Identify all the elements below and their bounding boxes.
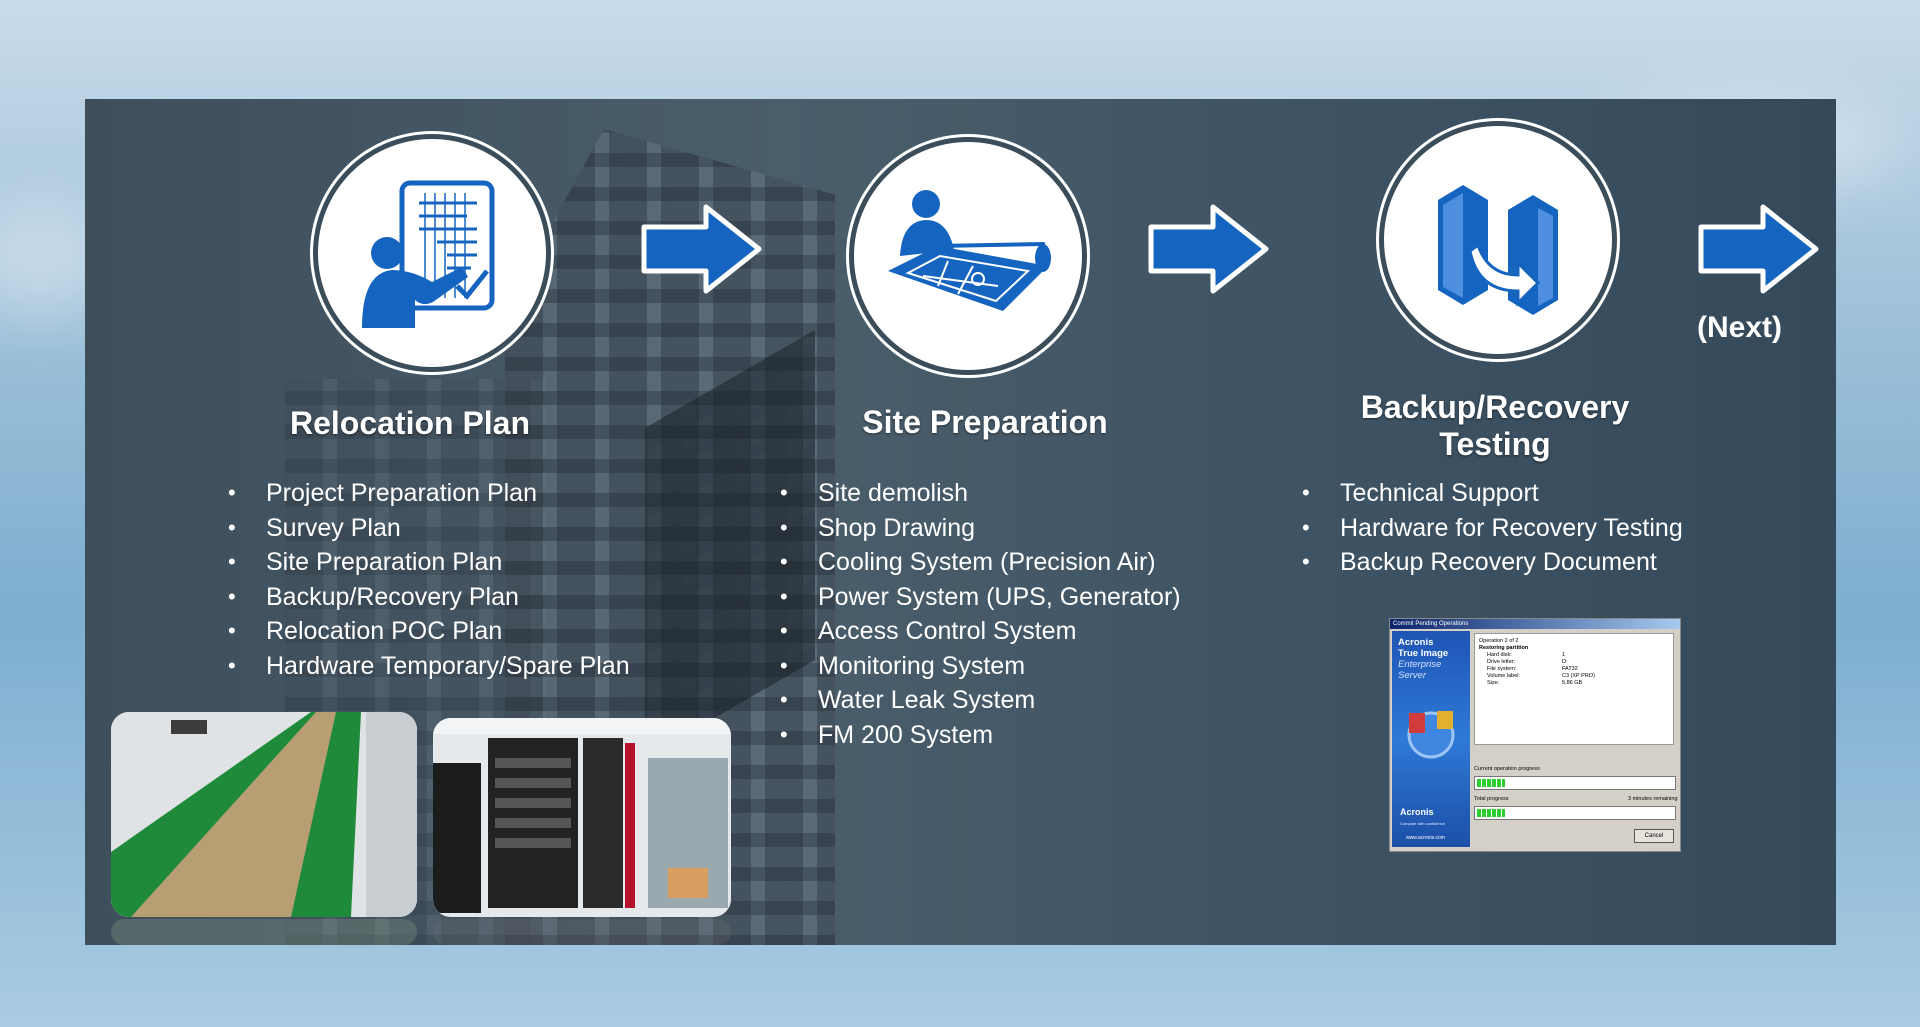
step-3-title-line1: Backup/Recovery bbox=[1360, 389, 1630, 425]
step-3-title-line2: Testing bbox=[1439, 426, 1551, 462]
total-progress-label: Total progress bbox=[1474, 796, 1509, 802]
list-item: Shop Drawing bbox=[780, 511, 1181, 546]
list-item: Project Preparation Plan bbox=[228, 476, 630, 511]
detail-row: Volume label: C3 (XP PRO) bbox=[1479, 673, 1669, 680]
arrow-right-icon bbox=[1698, 204, 1819, 294]
detail-value: 1 bbox=[1562, 652, 1566, 658]
step-3-title: Backup/Recovery Testing bbox=[1325, 389, 1665, 463]
list-item: Power System (UPS, Generator) bbox=[780, 580, 1181, 615]
dialog-tagline: Compute with confidence bbox=[1400, 821, 1445, 826]
server-transfer-icon bbox=[1438, 185, 1558, 315]
dialog-brand: Acronis True Image Enterprise Server bbox=[1392, 631, 1470, 681]
total-progress-fill bbox=[1477, 809, 1505, 817]
detail-row: Drive letter: D: bbox=[1479, 659, 1669, 666]
photo-reflection bbox=[433, 919, 731, 945]
cancel-button[interactable]: Cancel bbox=[1634, 829, 1674, 843]
step-3-icon-circle bbox=[1384, 126, 1612, 354]
list-item: Backup Recovery Document bbox=[1302, 545, 1683, 580]
raised-floor-image bbox=[111, 712, 417, 917]
list-item: Site demolish bbox=[780, 476, 1181, 511]
list-item: Survey Plan bbox=[228, 511, 630, 546]
list-item: Site Preparation Plan bbox=[228, 545, 630, 580]
acronis-dialog-screenshot: Commit Pending Operations Acronis True I… bbox=[1389, 618, 1681, 852]
detail-value: D: bbox=[1562, 659, 1568, 665]
step-2-list: Site demolish Shop Drawing Cooling Syste… bbox=[780, 476, 1181, 752]
list-item: Relocation POC Plan bbox=[228, 614, 630, 649]
list-item: Technical Support bbox=[1302, 476, 1683, 511]
operation-count: Operation 2 of 2 bbox=[1479, 638, 1519, 644]
detail-key: File system: bbox=[1487, 666, 1517, 672]
step-2-title: Site Preparation bbox=[862, 404, 1108, 440]
server-racks-image bbox=[433, 718, 731, 917]
arrow-right-icon bbox=[641, 204, 762, 294]
globe-icon bbox=[1407, 711, 1455, 759]
list-item: Cooling System (Precision Air) bbox=[780, 545, 1181, 580]
current-progress-bar bbox=[1474, 776, 1676, 790]
detail-key: Drive letter: bbox=[1487, 659, 1516, 665]
acronis-logo: Acronis bbox=[1400, 807, 1434, 817]
list-item: Water Leak System bbox=[780, 683, 1181, 718]
remaining-time: 3 minutes remaining bbox=[1628, 796, 1678, 802]
step-1-icon-circle bbox=[318, 139, 546, 367]
dialog-title: Commit Pending Operations bbox=[1390, 619, 1680, 629]
arrow-right-icon bbox=[1148, 204, 1269, 294]
slide-panel: (Next) Relocation Plan Site Preparation … bbox=[85, 99, 1836, 945]
detail-key: Size: bbox=[1487, 680, 1500, 686]
list-item: FM 200 System bbox=[780, 718, 1181, 753]
detail-row: File system: FAT32 bbox=[1479, 666, 1669, 673]
list-item: Hardware for Recovery Testing bbox=[1302, 511, 1683, 546]
current-progress-label: Current operation progress bbox=[1474, 766, 1540, 772]
raised-floor-photo bbox=[111, 712, 417, 917]
current-progress-fill bbox=[1477, 779, 1505, 787]
detail-value: C3 (XP PRO) bbox=[1562, 673, 1595, 679]
total-progress-bar bbox=[1474, 806, 1676, 820]
brand-line: Enterprise bbox=[1398, 659, 1442, 670]
step-1-title: Relocation Plan bbox=[289, 405, 531, 441]
brand-line: True Image bbox=[1398, 648, 1449, 659]
detail-key: Volume label: bbox=[1487, 673, 1521, 679]
detail-key: Hard disk: bbox=[1487, 652, 1512, 658]
detail-row: Size: 5.86 GB bbox=[1479, 680, 1669, 687]
list-item: Backup/Recovery Plan bbox=[228, 580, 630, 615]
dialog-details: Operation 2 of 2 Restoring partition Har… bbox=[1474, 633, 1674, 745]
operation-name: Restoring partition bbox=[1479, 645, 1529, 651]
detail-value: FAT32 bbox=[1562, 666, 1578, 672]
brand-line: Server bbox=[1398, 670, 1426, 681]
step-2-icon-circle bbox=[854, 142, 1082, 370]
dialog-brand-panel: Acronis True Image Enterprise Server Acr… bbox=[1392, 631, 1470, 847]
detail-row: Hard disk: 1 bbox=[1479, 652, 1669, 659]
blueprint-icon bbox=[888, 190, 1051, 311]
list-item: Monitoring System bbox=[780, 649, 1181, 684]
step-1-list: Project Preparation Plan Survey Plan Sit… bbox=[228, 476, 630, 683]
server-room-photo bbox=[433, 718, 731, 917]
next-label: (Next) bbox=[1697, 311, 1783, 344]
list-item: Hardware Temporary/Spare Plan bbox=[228, 649, 630, 684]
detail-value: 5.86 GB bbox=[1562, 680, 1583, 686]
brand-line: Acronis bbox=[1398, 637, 1434, 648]
photo-reflection bbox=[111, 919, 417, 945]
list-item: Access Control System bbox=[780, 614, 1181, 649]
dialog-url: www.acronis.com bbox=[1406, 835, 1445, 841]
presenter-plan-icon bbox=[362, 180, 495, 328]
step-3-list: Technical Support Hardware for Recovery … bbox=[1302, 476, 1683, 580]
